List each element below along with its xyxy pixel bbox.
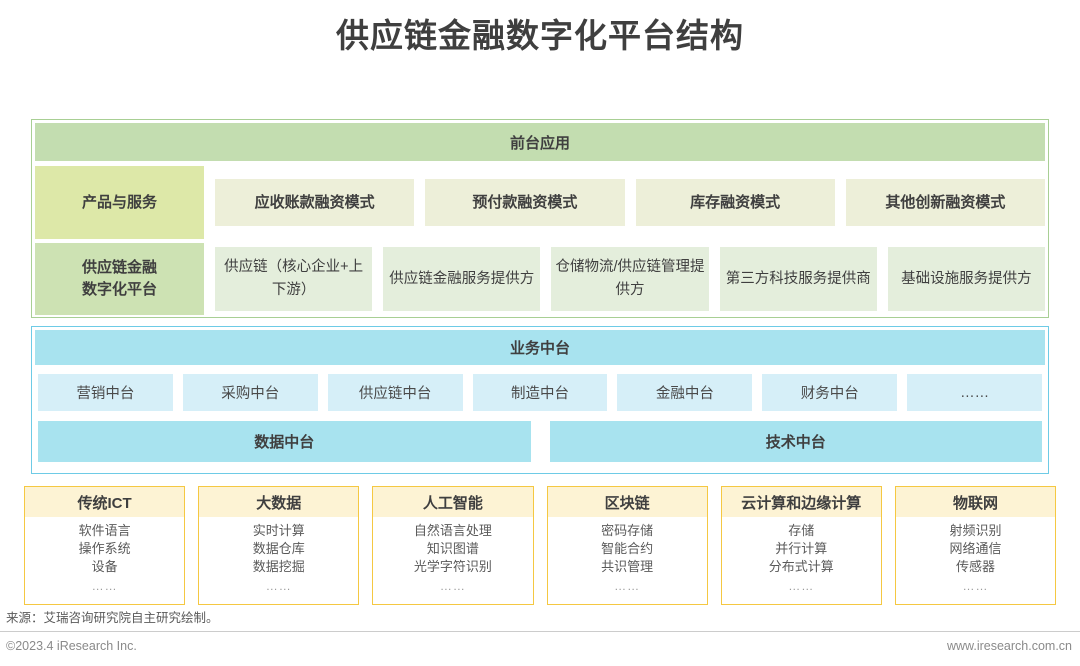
platform-participant-items: 供应链（核心企业+上下游） 供应链金融服务提供方 仓储物流/供应链管理提供方 第… <box>204 243 1046 315</box>
footer-divider <box>0 631 1080 632</box>
source-note: 来源：艾瑞咨询研究院自主研究绘制。 <box>6 611 219 625</box>
card-body: 自然语言处理 知识图谱 光学字符识别 …… <box>373 517 532 604</box>
copyright-text: ©2023.4 iResearch Inc. <box>6 639 137 653</box>
card-item: 设备 <box>91 559 118 574</box>
card-item: 分布式计算 <box>768 559 834 574</box>
product-item[interactable]: 预付款融资模式 <box>425 179 625 226</box>
card-body: 密码存储 智能合约 共识管理 …… <box>548 517 707 604</box>
card-item: 共识管理 <box>601 559 654 574</box>
product-item[interactable]: 其他创新融资模式 <box>845 179 1045 226</box>
card-item: 射频识别 <box>949 523 1002 538</box>
tech-card-artificial-intelligence[interactable]: 人工智能 自然语言处理 知识图谱 光学字符识别 …… <box>372 486 534 605</box>
tech-card-cloud-edge-computing[interactable]: 云计算和边缘计算 存储 并行计算 分布式计算 …… <box>720 486 882 605</box>
card-item: 数据仓库 <box>252 541 305 556</box>
products-services-items: 应收账款融资模式 预付款融资模式 库存融资模式 其他创新融资模式 <box>204 166 1045 239</box>
platform-participants-row: 供应链金融 数字化平台 供应链（核心企业+上下游） 供应链金融服务提供方 仓储物… <box>35 243 1046 315</box>
tech-card-blockchain[interactable]: 区块链 密码存储 智能合约 共识管理 …… <box>546 486 708 605</box>
card-body: 软件语言 操作系统 设备 …… <box>25 517 184 604</box>
card-title: 大数据 <box>199 487 359 517</box>
business-platform-item[interactable]: 制造中台 <box>472 374 608 411</box>
product-item[interactable]: 应收账款融资模式 <box>215 179 415 226</box>
card-more: …… <box>614 579 641 593</box>
row-label-platform-line2: 数字化平台 <box>81 281 157 298</box>
tech-card-internet-of-things[interactable]: 物联网 射频识别 网络通信 传感器 …… <box>894 486 1057 605</box>
card-item: 光学字符识别 <box>413 559 492 574</box>
card-title: 区块链 <box>547 487 707 517</box>
business-platform-item-more[interactable]: …… <box>907 374 1043 411</box>
card-title: 人工智能 <box>373 487 533 517</box>
participant-item[interactable]: 第三方科技服务提供商 <box>719 247 877 311</box>
business-platform-item[interactable]: 供应链中台 <box>327 374 463 411</box>
card-more: …… <box>265 579 292 593</box>
card-more: …… <box>439 579 466 593</box>
products-services-row: 产品与服务 应收账款融资模式 预付款融资模式 库存融资模式 其他创新融资模式 <box>35 166 1045 239</box>
card-body: 射频识别 网络通信 传感器 …… <box>896 517 1055 604</box>
tech-middle-platform[interactable]: 技术中台 <box>549 421 1042 462</box>
card-item: 传感器 <box>955 559 995 574</box>
business-middle-platform-section: 业务中台 营销中台 采购中台 供应链中台 制造中台 金融中台 财务中台 …… 数… <box>31 326 1049 474</box>
card-item: 密码存储 <box>601 523 654 538</box>
business-platform-item[interactable]: 营销中台 <box>38 374 173 411</box>
product-item[interactable]: 库存融资模式 <box>635 179 835 226</box>
data-middle-platform[interactable]: 数据中台 <box>38 421 531 462</box>
business-platform-item[interactable]: 财务中台 <box>762 374 898 411</box>
card-item: 智能合约 <box>601 541 654 556</box>
participant-item[interactable]: 供应链金融服务提供方 <box>383 247 541 311</box>
tech-card-traditional-ict[interactable]: 传统ICT 软件语言 操作系统 设备 …… <box>24 486 186 605</box>
business-platform-item[interactable]: 采购中台 <box>182 374 318 411</box>
front-application-section: 前台应用 产品与服务 应收账款融资模式 预付款融资模式 库存融资模式 其他创新融… <box>31 119 1049 318</box>
blue-section-header: 业务中台 <box>35 330 1045 365</box>
card-body: 实时计算 数据仓库 数据挖掘 …… <box>199 517 358 604</box>
card-item: 自然语言处理 <box>413 523 492 538</box>
website-url: www.iresearch.com.cn <box>946 639 1072 653</box>
card-item: 并行计算 <box>775 541 828 556</box>
row-label-products-services: 产品与服务 <box>35 166 204 239</box>
green-section-header: 前台应用 <box>35 123 1045 161</box>
technology-cards: 传统ICT 软件语言 操作系统 设备 …… 大数据 实时计算 数据仓库 数据挖掘… <box>24 486 1057 605</box>
card-more: …… <box>962 579 989 593</box>
card-more: …… <box>91 579 118 593</box>
page-title: 供应链金融数字化平台结构 <box>336 17 744 54</box>
card-item: 知识图谱 <box>426 541 479 556</box>
row-label-platform: 供应链金融 数字化平台 <box>35 243 204 315</box>
participant-item[interactable]: 基础设施服务提供方 <box>887 247 1046 311</box>
card-more: …… <box>788 579 815 593</box>
card-title: 云计算和边缘计算 <box>721 487 881 517</box>
business-platform-item[interactable]: 金融中台 <box>617 374 753 411</box>
card-item: 实时计算 <box>252 523 305 538</box>
data-tech-platform-row: 数据中台 技术中台 <box>35 421 1045 462</box>
row-label-platform-line1: 供应链金融 <box>81 259 157 276</box>
card-item: 软件语言 <box>78 523 131 538</box>
card-item: 操作系统 <box>78 541 131 556</box>
participant-item[interactable]: 供应链（核心企业+上下游） <box>215 247 373 311</box>
card-item: 存储 <box>788 523 815 538</box>
card-title: 物联网 <box>895 487 1056 517</box>
card-body: 存储 并行计算 分布式计算 …… <box>722 517 881 604</box>
tech-card-big-data[interactable]: 大数据 实时计算 数据仓库 数据挖掘 …… <box>198 486 360 605</box>
card-item: 数据挖掘 <box>252 559 305 574</box>
business-platform-items: 营销中台 采购中台 供应链中台 制造中台 金融中台 财务中台 …… <box>35 374 1045 411</box>
participant-item[interactable]: 仓储物流/供应链管理提供方 <box>551 247 709 311</box>
card-item: 网络通信 <box>949 541 1002 556</box>
card-title: 传统ICT <box>25 487 185 517</box>
